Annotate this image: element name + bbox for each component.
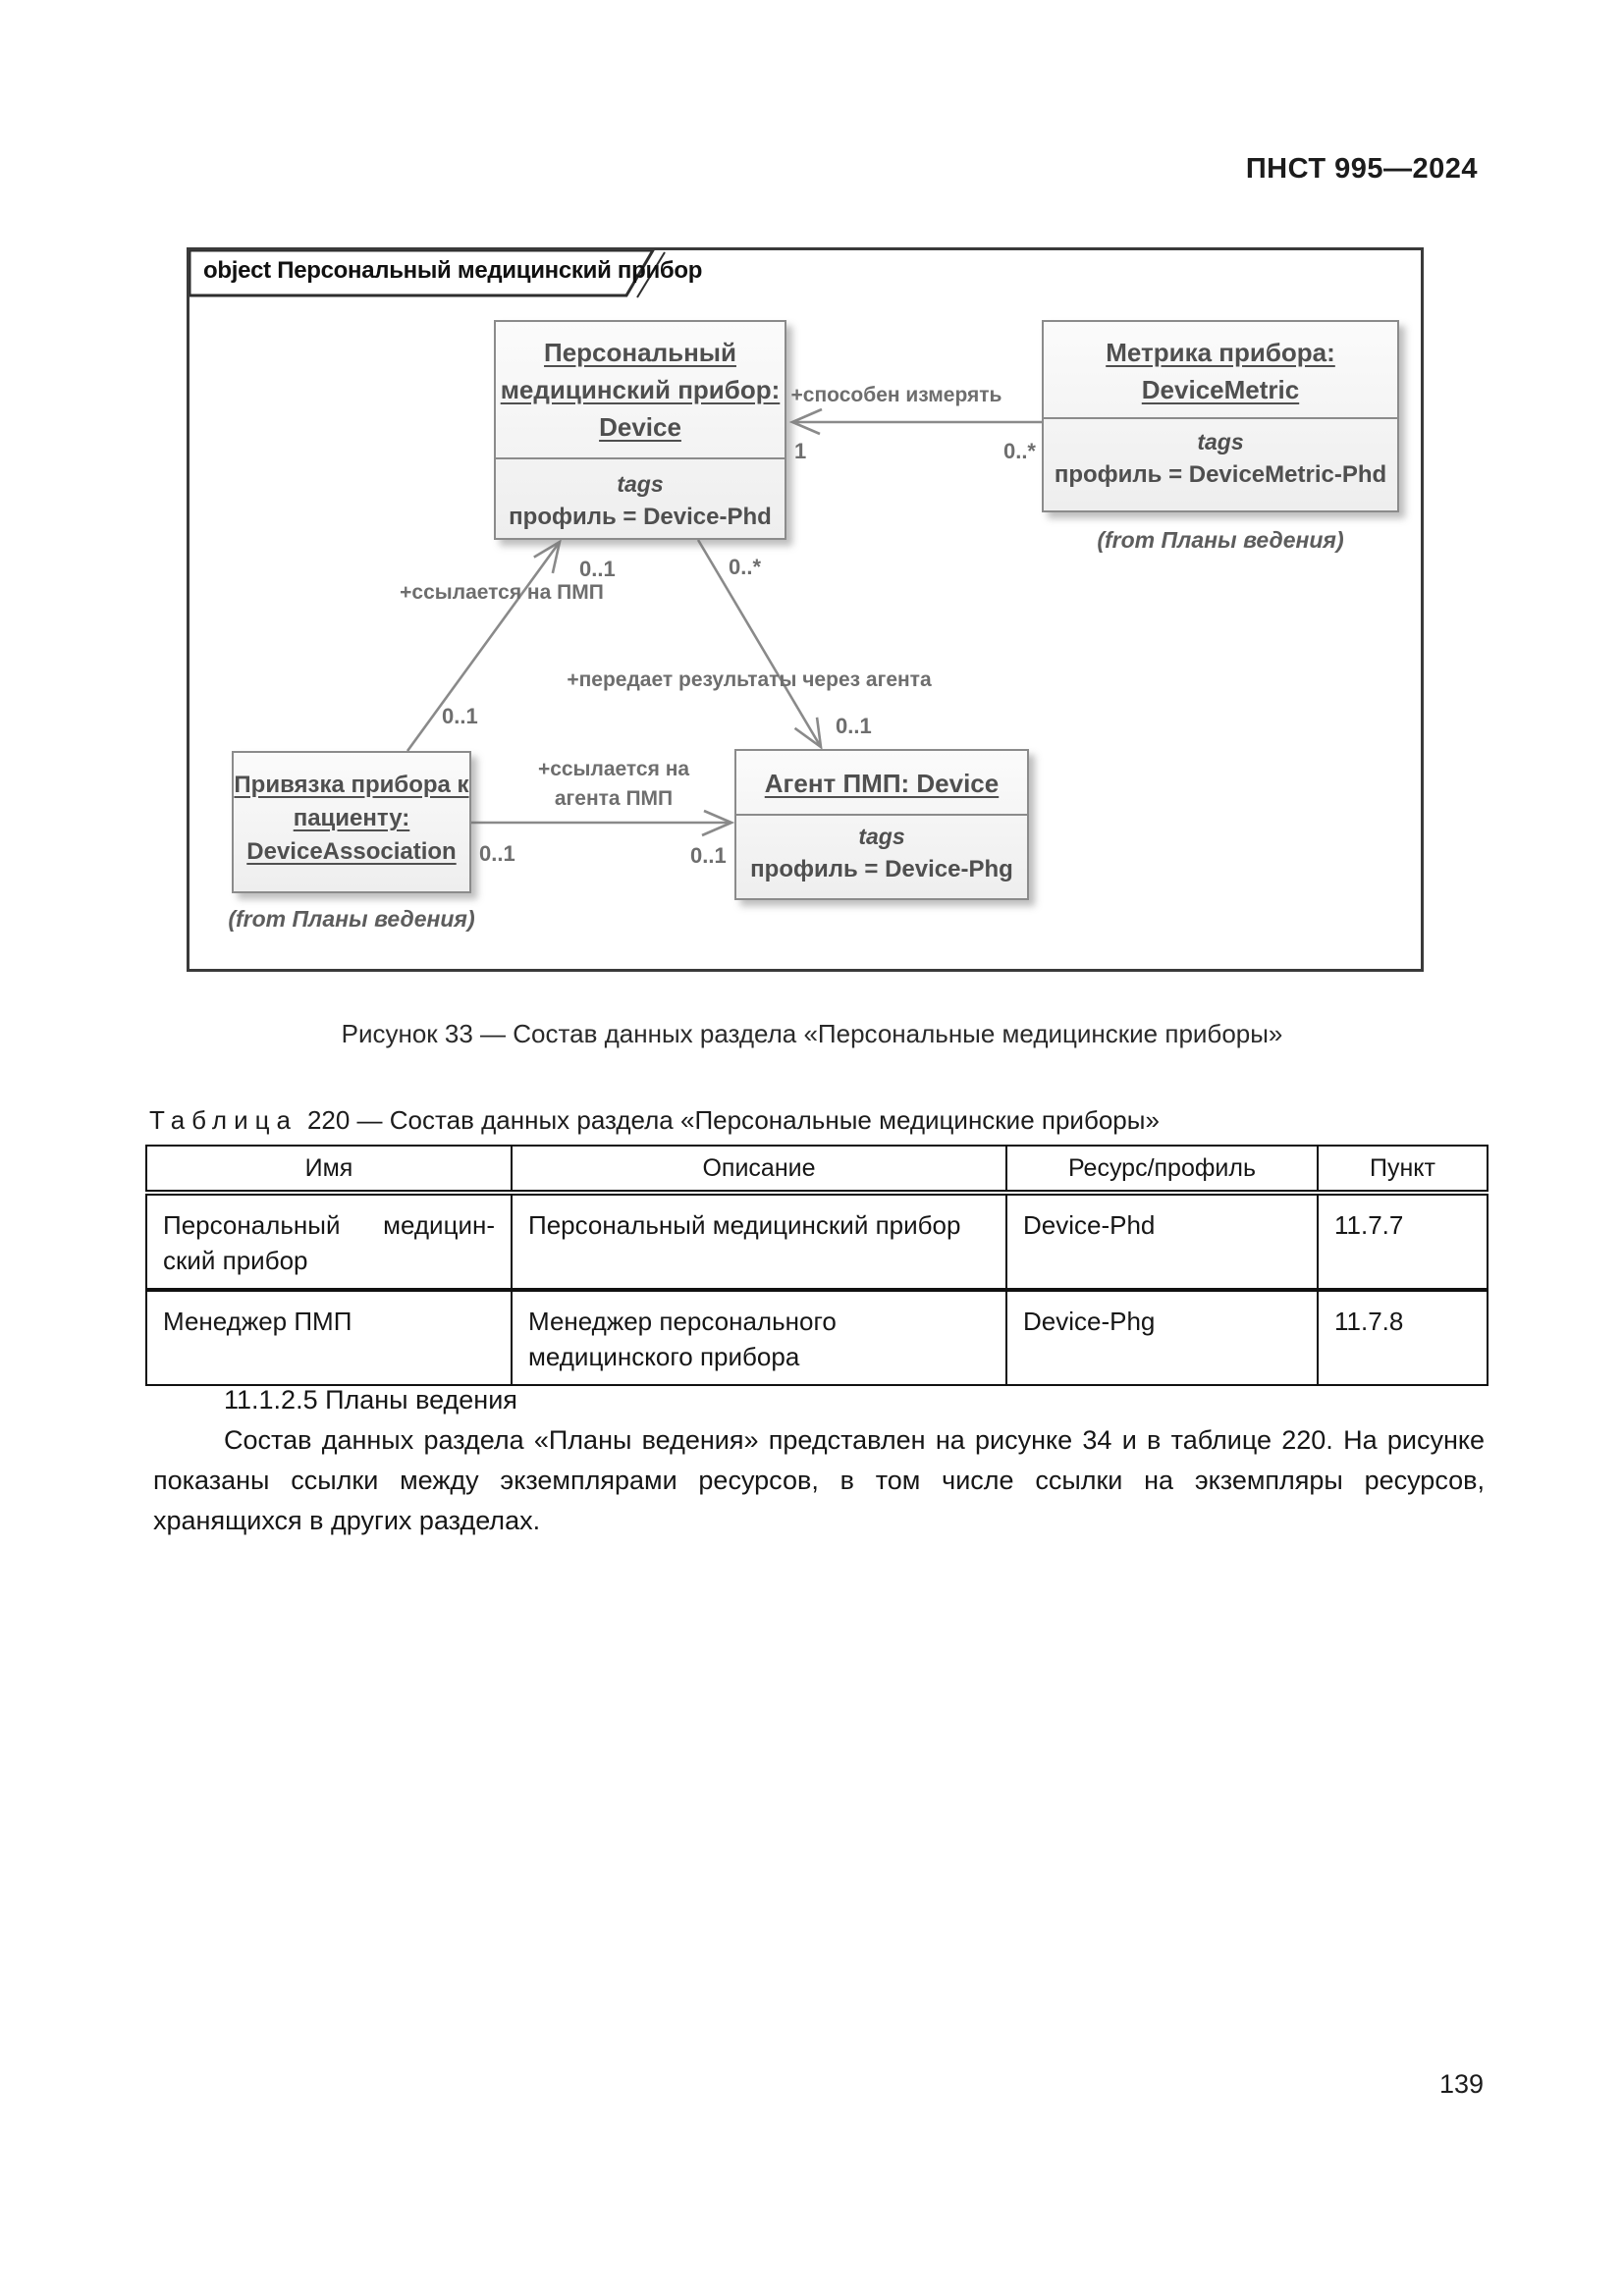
node-title: Привязка прибора к пациенту: DeviceAssoc…	[234, 772, 469, 865]
column-header-resource: Ресурс/профиль	[1005, 1145, 1319, 1196]
node-title: Агент ПМП: Device	[764, 769, 1000, 798]
edge-refs-pmp-mult-top: 0..1	[579, 557, 616, 581]
node-title: Персональный медицинский прибор: Device	[500, 338, 781, 442]
edge-refs-pmp-mult-bottom: 0..1	[442, 704, 478, 728]
column-header-name: Имя	[145, 1145, 513, 1196]
cell-clause: 11.7.8	[1317, 1289, 1489, 1386]
table-row: Менеджер ПМП Менеджер персонального меди…	[145, 1289, 1489, 1386]
table-header-row: Имя Описание Ресурс/профиль Пункт	[145, 1145, 1489, 1196]
uml-object-diagram: object Персональный медицинский прибор П…	[187, 247, 1424, 972]
edge-refs-agent-name: +ссылается на агента ПМП	[537, 758, 690, 810]
table-caption-rest: 220 — Состав данных раздела «Персональны…	[306, 1105, 1160, 1135]
edge-transmits-name: +передает результаты через агента	[567, 668, 932, 691]
cell-resource: Device-Phg	[1005, 1289, 1319, 1386]
node-device-association: Привязка прибора к пациенту: DeviceAssoc…	[232, 751, 471, 893]
table-caption-word: Таблица	[149, 1105, 298, 1135]
data-table: Имя Описание Ресурс/профиль Пункт Персон…	[145, 1145, 1489, 1386]
cell-name: Персональный медицин-ский прибор	[145, 1192, 513, 1292]
node-title: Метрика прибора: DeviceMetric	[1106, 338, 1335, 404]
metric-from-note: (from Планы ведения)	[1097, 527, 1344, 553]
node-personal-medical-device: Персональный медицинский прибор: Device …	[494, 320, 786, 540]
section-heading: 11.1.2.5 Планы ведения	[224, 1385, 517, 1415]
section-paragraph: Состав данных раздела «Планы ведения» пр…	[153, 1425, 1485, 1535]
cell-description: Менеджер персонального медицинского приб…	[511, 1289, 1007, 1386]
node-tags-compartment: tags профиль = Device-Phd	[496, 457, 785, 534]
column-header-clause: Пункт	[1317, 1145, 1489, 1196]
frame-label: object Персональный медицинский прибор	[203, 257, 703, 284]
edge-refs-pmp-name: +ссылается на ПМП	[400, 581, 604, 604]
page-number: 139	[1438, 2069, 1484, 2099]
cell-resource: Device-Phd	[1005, 1192, 1319, 1292]
edge-measures-mult-target: 0..*	[1002, 439, 1036, 463]
edge-transmits-mult-bottom: 0..1	[836, 714, 872, 738]
node-tags-compartment: tags профиль = DeviceMetric-Phd	[1044, 417, 1397, 492]
node-device-metric: Метрика прибора: DeviceMetric tags профи…	[1042, 320, 1399, 512]
document-code: ПНСТ 995—2024	[1245, 153, 1478, 185]
edge-measures-mult-source: 1	[794, 439, 807, 463]
edge-refs-pmp	[406, 539, 562, 752]
cell-clause: 11.7.7	[1317, 1192, 1489, 1292]
diagram-lines-layer	[189, 250, 1042, 837]
node-pmp-agent: Агент ПМП: Device tags профиль = Device-…	[734, 749, 1029, 900]
edge-transmits-mult-top: 0..*	[729, 555, 762, 579]
edge-refs-agent-mult-target: 0..1	[690, 843, 727, 868]
cell-description: Персональный медицинский прибор	[511, 1192, 1007, 1292]
table-row: Персональный медицин-ский прибор Персона…	[145, 1192, 1489, 1292]
frame-tab	[189, 250, 666, 298]
table-caption: Таблица 220 — Состав данных раздела «Перс…	[149, 1105, 1160, 1136]
edge-refs-agent-mult-source: 0..1	[479, 841, 515, 866]
section-text: 11.1.2.5 Планы ведения Состав данных раз…	[153, 1380, 1485, 1541]
edge-transmits	[696, 539, 823, 750]
node-tags-compartment: tags профиль = Device-Phg	[736, 814, 1027, 886]
binding-from-note: (from Планы ведения)	[228, 906, 475, 932]
column-header-description: Описание	[511, 1145, 1007, 1196]
cell-name: Менеджер ПМП	[145, 1289, 513, 1386]
edge-measures-name: +способен измерять	[790, 384, 1002, 406]
figure-caption: Рисунок 33 — Состав данных раздела «Перс…	[341, 1019, 1283, 1048]
